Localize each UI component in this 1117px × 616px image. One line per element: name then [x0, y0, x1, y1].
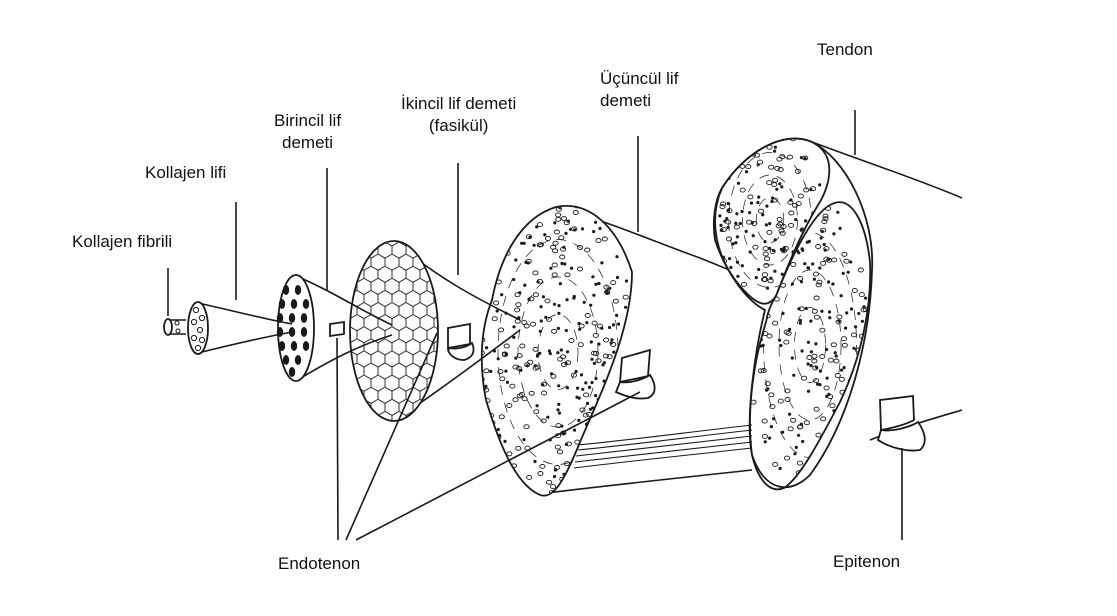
label-ucuncul-line1: Üçüncül lif	[600, 68, 678, 90]
label-endotenon: Endotenon	[278, 553, 360, 575]
label-ikincil: İkincil lif demeti (fasikül)	[401, 93, 516, 137]
label-ucuncul: Üçüncül lif demeti	[600, 68, 678, 112]
label-birincil-line1: Birincil lif	[274, 110, 341, 132]
label-epitenon: Epitenon	[833, 551, 900, 573]
label-ikincil-line2: (fasikül)	[401, 115, 516, 137]
epitenon-flap	[878, 396, 925, 451]
hexagon-texture	[350, 241, 438, 421]
leader-endotenon-1	[337, 338, 338, 540]
tertiary-face	[477, 205, 640, 499]
label-ikincil-line1: İkincil lif demeti	[401, 93, 516, 115]
label-kollajen-lifi: Kollajen lifi	[145, 162, 226, 184]
label-birincil: Birincil lif demeti	[274, 110, 341, 154]
label-ucuncul-line2: demeti	[600, 90, 678, 112]
label-tendon: Tendon	[817, 39, 873, 61]
endotenon-flap	[616, 350, 655, 399]
label-kollajen-fibrili: Kollajen fibrili	[72, 231, 172, 253]
label-birincil-line2: demeti	[274, 132, 341, 154]
collagen-fibril	[164, 319, 186, 335]
collagen-fiber	[188, 302, 292, 354]
